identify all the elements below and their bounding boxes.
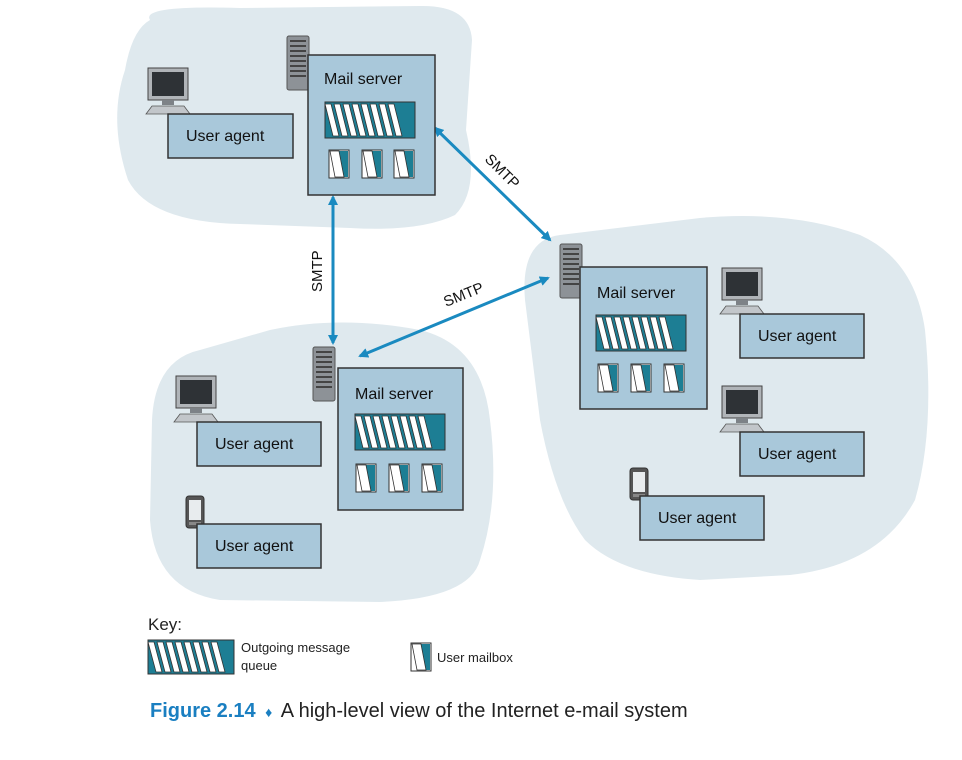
user-agent-label: User agent <box>758 328 837 345</box>
user-agent-label: User agent <box>186 128 265 145</box>
user-mailbox-icon <box>630 363 652 393</box>
user-mailbox-icon <box>393 149 415 179</box>
mail-server-top: Mail server <box>307 54 436 196</box>
key-mailbox-label: User mailbox <box>437 650 513 665</box>
user-agent-bottom-2: User agent <box>196 523 322 569</box>
mail-server-label: Mail server <box>324 71 403 88</box>
caption-text: A high-level view of the Internet e-mail… <box>280 700 688 722</box>
outgoing-message-queue <box>324 101 416 139</box>
key-queue-label: Outgoing message queue <box>241 640 351 673</box>
user-agent-bottom-1: User agent <box>196 421 322 467</box>
user-agent-label: User agent <box>215 538 294 555</box>
server-tower-icon <box>286 35 310 91</box>
smartphone-icon <box>629 467 649 501</box>
user-agent-right-3: User agent <box>639 495 765 541</box>
mail-server-label: Mail server <box>355 386 434 403</box>
user-mailbox-icon <box>328 149 350 179</box>
user-mailbox-icon <box>663 363 685 393</box>
user-mailbox-icon <box>597 363 619 393</box>
user-mailbox-icon <box>388 463 410 493</box>
desktop-computer-icon <box>173 375 219 423</box>
user-agent-label: User agent <box>758 446 837 463</box>
user-mailbox-icon <box>421 463 443 493</box>
smtp-link-right-bottom <box>358 276 550 358</box>
smtp-link-top-right <box>433 126 552 242</box>
smtp-label-top-bottom: SMTP <box>309 250 326 292</box>
caption-separator: ♦ <box>265 704 273 720</box>
user-mailbox-icon <box>355 463 377 493</box>
key-queue-icon <box>147 639 235 675</box>
server-tower-icon <box>559 243 583 299</box>
desktop-computer-icon <box>719 267 765 315</box>
mail-server-right: Mail server <box>579 266 708 410</box>
user-agent-right-1: User agent <box>739 313 865 359</box>
smartphone-icon <box>185 495 205 529</box>
mail-server-bottom: Mail server <box>337 367 464 511</box>
desktop-computer-icon <box>145 67 191 115</box>
user-agent-label: User agent <box>215 436 294 453</box>
desktop-computer-icon <box>719 385 765 433</box>
outgoing-message-queue <box>354 413 446 451</box>
user-mailbox-icon <box>361 149 383 179</box>
key-title: Key: <box>148 615 183 634</box>
mail-server-label: Mail server <box>597 285 676 302</box>
smtp-label-top-right: SMTP <box>481 151 522 192</box>
user-agent-top: User agent <box>167 113 294 159</box>
server-tower-icon <box>312 346 336 402</box>
user-agent-right-2: User agent <box>739 431 865 477</box>
outgoing-message-queue <box>595 314 687 352</box>
figure-label: Figure 2.14 <box>150 700 256 722</box>
key-mailbox-icon <box>410 642 432 672</box>
figure-caption: Figure 2.14 ♦ A high-level view of the I… <box>150 700 688 723</box>
user-agent-label: User agent <box>658 510 737 527</box>
